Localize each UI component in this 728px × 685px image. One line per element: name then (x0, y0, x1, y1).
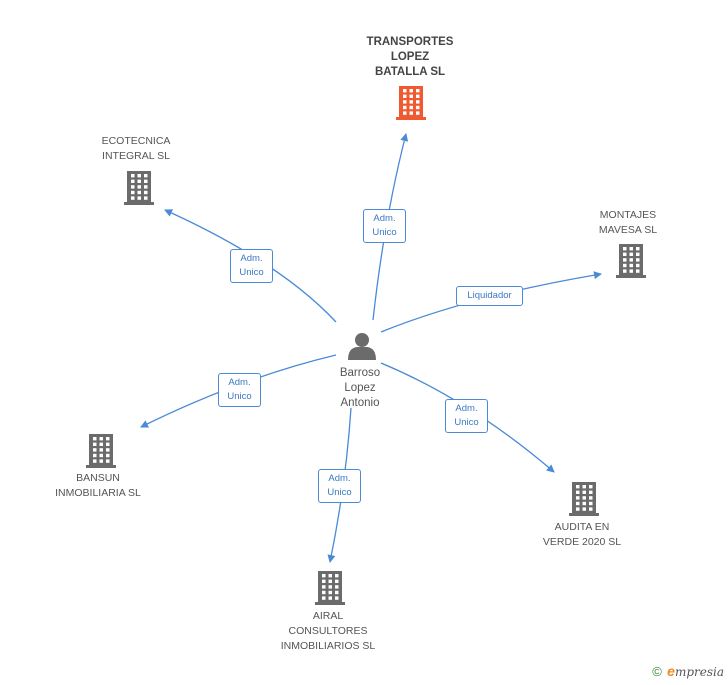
company-label-montajes[interactable]: MONTAJES MAVESA SL (598, 209, 658, 236)
copyright-symbol: © (652, 664, 662, 679)
relation-label-montajes[interactable]: Liquidador (456, 286, 523, 306)
relation-label-airal[interactable]: Adm. Unico (318, 469, 361, 503)
brand-logo-initial: e (667, 663, 675, 679)
building-icon-audita[interactable] (569, 482, 599, 516)
brand-logo-text: mpresia (674, 665, 724, 679)
relation-label-bansun[interactable]: Adm. Unico (218, 373, 261, 407)
footer-brand: © empresia (652, 663, 724, 679)
relation-label-ecotecnica[interactable]: Adm. Unico (230, 249, 273, 283)
relation-label-audita[interactable]: Adm. Unico (445, 399, 488, 433)
company-label-ecotecnica[interactable]: ECOTECNICA INTEGRAL SL (101, 135, 171, 162)
company-label-audita[interactable]: AUDITA EN VERDE 2020 SL (542, 521, 622, 548)
company-label-transportes[interactable]: TRANSPORTES LOPEZ BATALLA SL (366, 36, 454, 78)
building-icon-transportes[interactable] (396, 86, 426, 120)
person-label[interactable]: Barroso Lopez Antonio (339, 367, 381, 409)
company-label-airal[interactable]: AIRAL CONSULTORES INMOBILIARIOS SL (280, 610, 376, 652)
company-label-bansun[interactable]: BANSUN INMOBILIARIA SL (55, 472, 141, 499)
building-icon-airal[interactable] (315, 571, 345, 605)
building-icon-ecotecnica[interactable] (124, 171, 154, 205)
relation-label-transportes[interactable]: Adm. Unico (363, 209, 406, 243)
building-icon-bansun[interactable] (86, 434, 116, 468)
person-icon[interactable] (348, 333, 376, 360)
building-icon-montajes[interactable] (616, 244, 646, 278)
